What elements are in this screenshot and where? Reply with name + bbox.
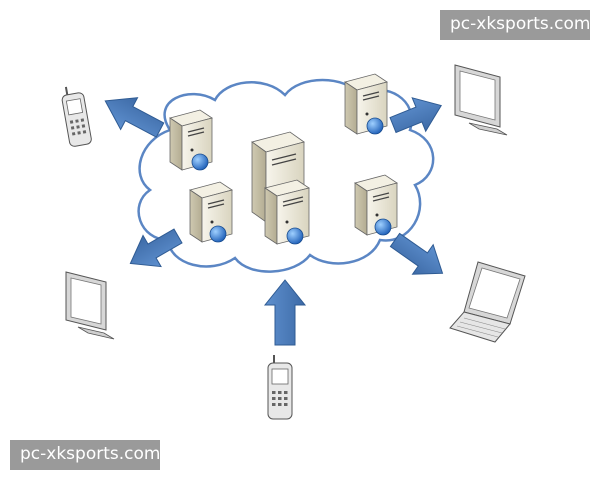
- server-icon: [354, 174, 398, 236]
- watermark-bottom-left: pc-xksports.com: [10, 440, 160, 470]
- arrow-to-phone-top-left: [104, 97, 165, 138]
- arrow-to-monitor-top-right: [389, 97, 442, 134]
- arrows: [104, 97, 444, 346]
- server-icon: [189, 181, 233, 243]
- mobile-phone-icon: [61, 86, 92, 147]
- arrow-to-laptop: [389, 232, 444, 275]
- globe-icon: [366, 117, 384, 135]
- arrow-to-monitor-left: [129, 228, 183, 268]
- globe-icon: [191, 153, 209, 171]
- watermark-top-right: pc-xksports.com: [440, 10, 590, 40]
- globe-icon: [374, 218, 392, 236]
- servers: [169, 73, 398, 245]
- server-icon: [169, 109, 213, 171]
- laptop-icon: [449, 261, 526, 343]
- globe-icon: [286, 227, 304, 245]
- mobile-phone-icon: [267, 355, 293, 420]
- globe-icon: [209, 225, 227, 243]
- desktop-monitor-icon: [65, 271, 115, 340]
- devices: [61, 64, 526, 420]
- desktop-monitor-icon: [454, 64, 508, 136]
- main-server-icon: [264, 179, 310, 245]
- arrow-from-phone-bottom: [263, 279, 307, 346]
- server-icon: [344, 73, 388, 135]
